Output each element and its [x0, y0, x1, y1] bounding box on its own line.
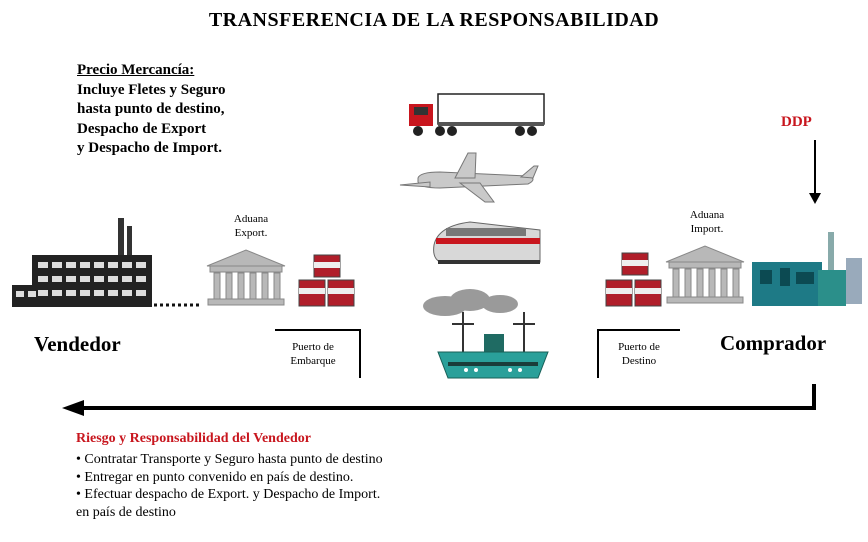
smoke-cloud: [423, 289, 518, 316]
puerto-destino-label: Puerto de Destino: [604, 340, 674, 368]
ddp-arrow-head: [809, 193, 821, 204]
ship-icon: [437, 312, 549, 379]
truck-icon: [409, 93, 545, 136]
buyer-label: Comprador: [720, 331, 827, 355]
customs-building-icon: [206, 249, 286, 306]
risk-list: • Contratar Transporte y Seguro hasta pu…: [76, 451, 383, 521]
page-title: TRANSFERENCIA DE LA RESPONSABILIDAD: [208, 9, 660, 31]
responsibility-arrow-head: [62, 400, 84, 416]
aduana-export-line: Aduana: [233, 213, 269, 225]
risk-item: • Entregar en punto convenido en país de…: [76, 469, 354, 485]
incoterm-label: DDP: [781, 114, 812, 130]
aduana-import-line: Import.: [690, 223, 724, 235]
price-heading: Precio Mercancía:: [77, 62, 195, 78]
responsibility-arrow-line: [82, 384, 816, 410]
price-note: Precio Mercancía: Incluye Fletes y Segur…: [77, 61, 225, 159]
aduana-import-line: Aduana: [689, 209, 725, 221]
cargo-containers-icon: [605, 252, 662, 307]
aduana-export-line: Export.: [234, 227, 268, 239]
seller-label: Vendedor: [34, 332, 121, 356]
risk-item-continuation: en país de destino: [76, 504, 176, 520]
aduana-export-label: Aduana Export.: [216, 212, 286, 240]
puerto-embarque-line: Puerto de: [292, 341, 334, 353]
factory-icon: [12, 218, 152, 307]
puerto-embarque-line: Embarque: [290, 355, 336, 367]
puerto-destino-line: Puerto de: [618, 341, 660, 353]
risk-title: Riesgo y Responsabilidad del Vendedor: [76, 431, 311, 446]
airplane-icon: [399, 152, 539, 203]
cargo-containers-icon: [298, 254, 355, 307]
industrial-plant-icon: [752, 232, 862, 306]
aduana-import-label: Aduana Import.: [672, 208, 742, 236]
risk-item: • Efectuar despacho de Export. y Despach…: [76, 487, 381, 502]
price-line: y Despacho de Import.: [77, 140, 222, 156]
puerto-embarque-label: Puerto de Embarque: [278, 340, 348, 368]
price-line: Despacho de Export: [77, 120, 207, 137]
customs-building-icon: [665, 245, 745, 304]
port-destino-bracket: [597, 329, 680, 378]
train-icon: [433, 221, 541, 264]
puerto-destino-line: Destino: [621, 355, 657, 367]
price-line: hasta punto de destino,: [77, 101, 225, 117]
risk-item: • Contratar Transporte y Seguro hasta pu…: [76, 452, 383, 467]
price-line: Incluye Fletes y Seguro: [77, 81, 226, 98]
port-embarque-bracket: [275, 329, 361, 378]
